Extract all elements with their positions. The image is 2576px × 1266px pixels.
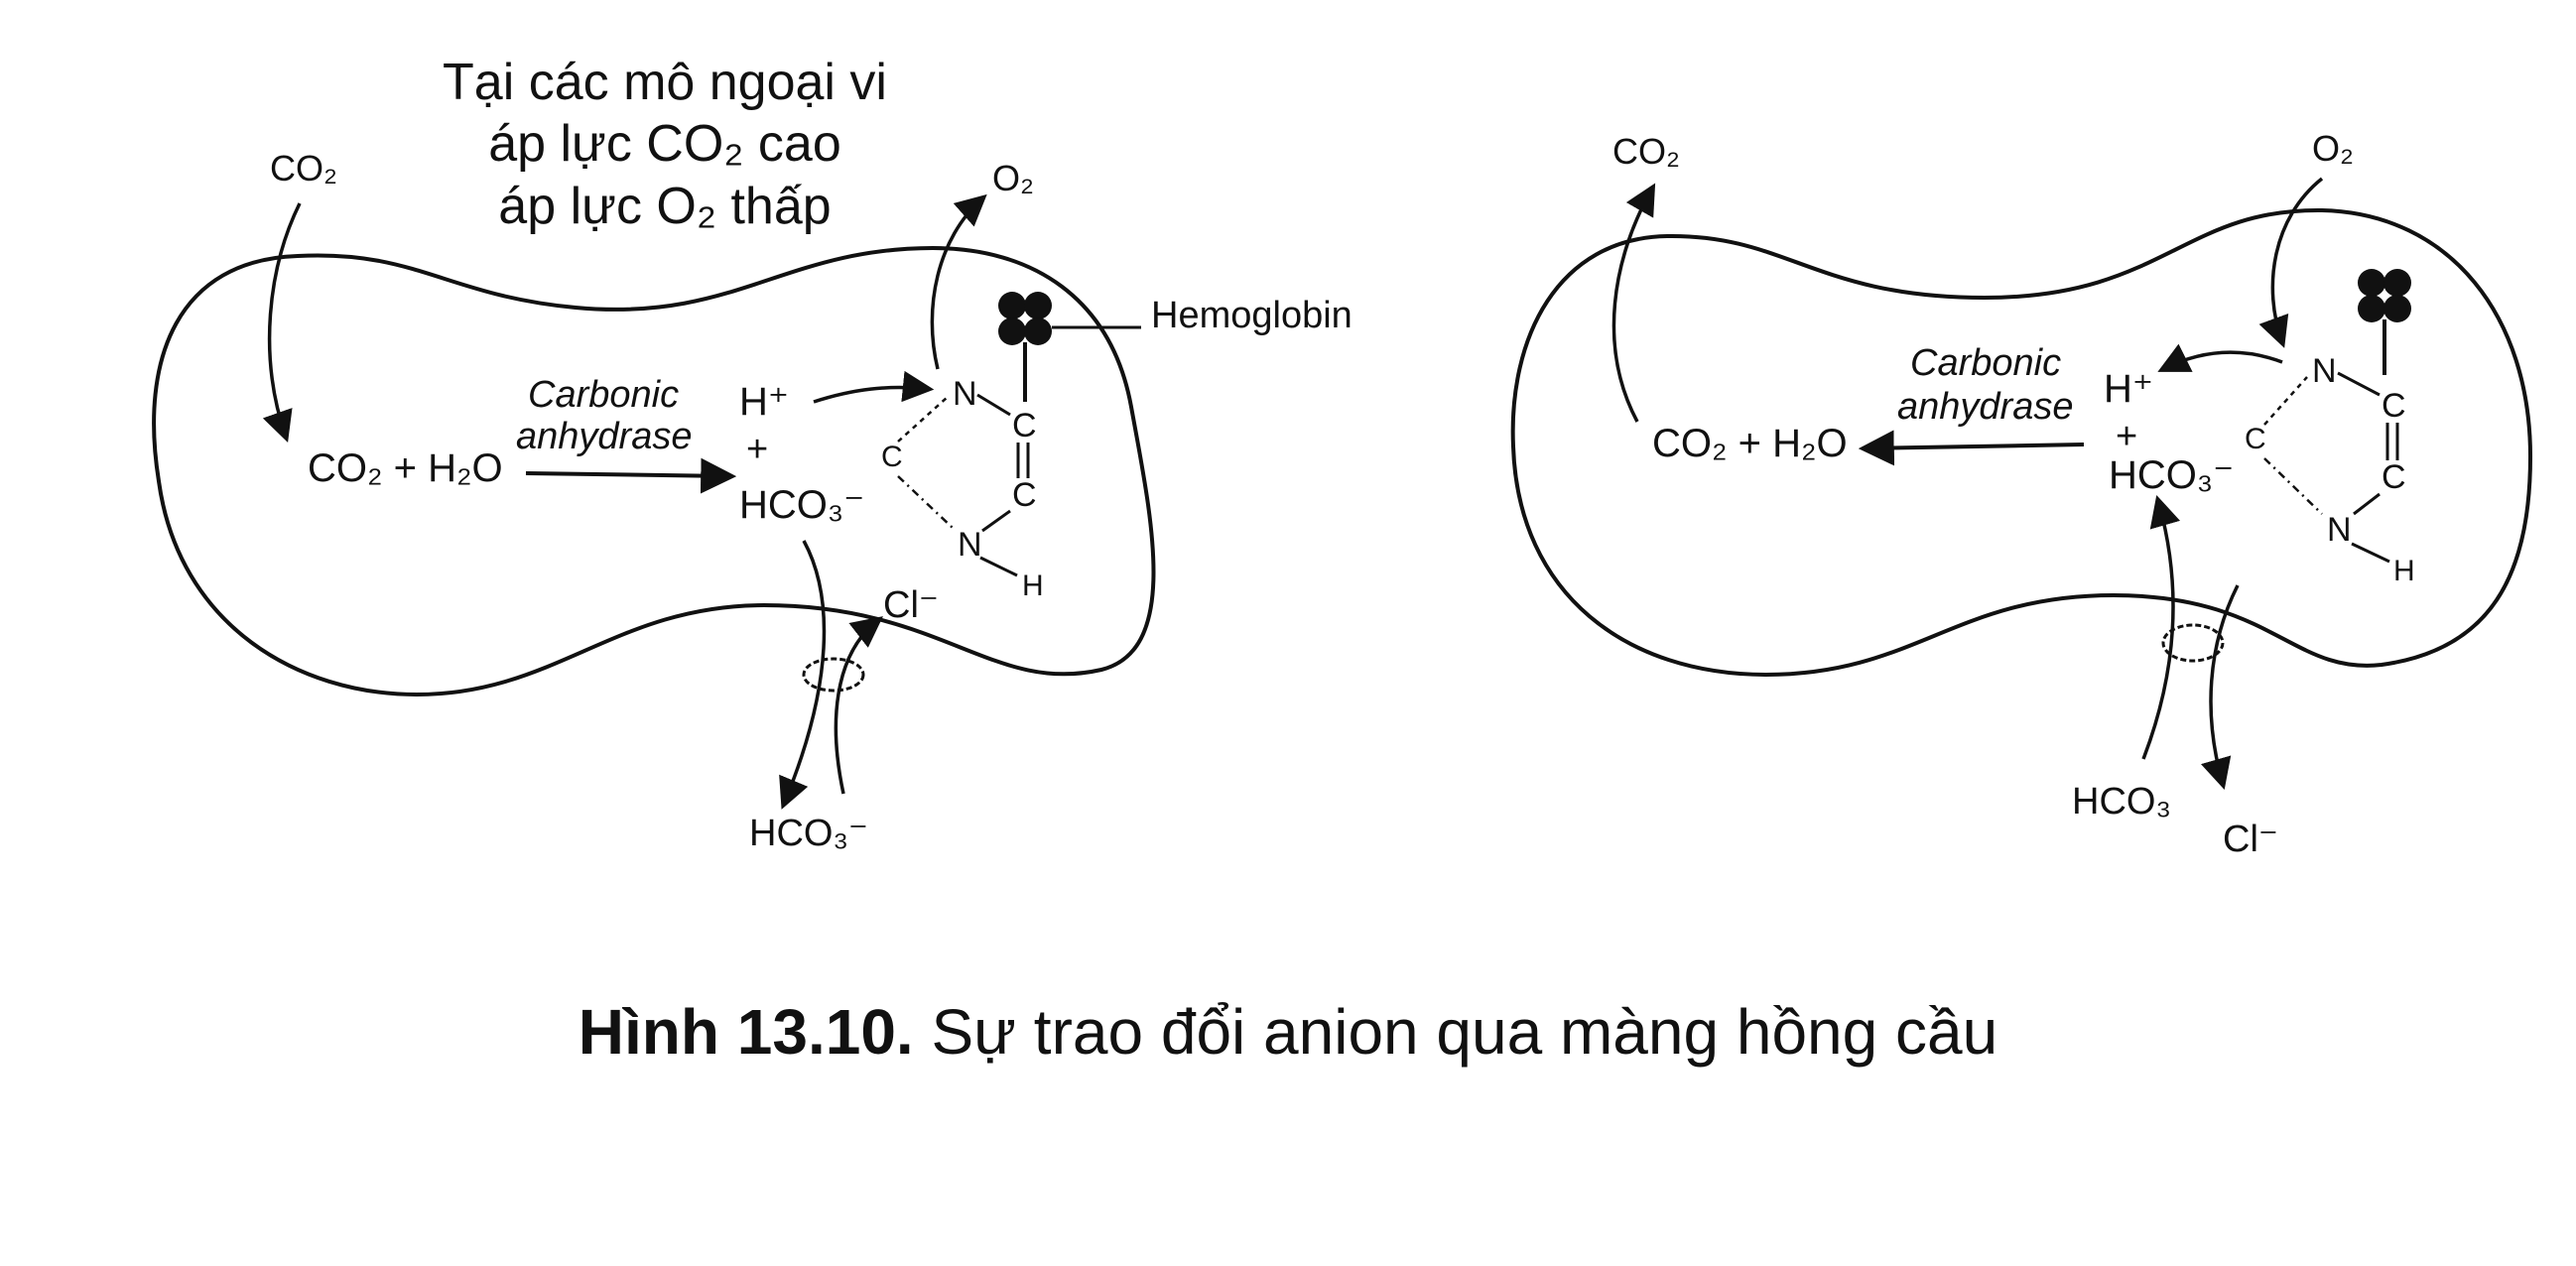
left-enzyme-line-2: anhydrase [516,416,692,457]
left-bond-c2-n2 [981,509,1011,533]
left-chloride-in-arrow [834,616,883,795]
left-band3-exchanger [802,657,865,693]
right-ring-n2: N [2327,511,2352,549]
left-bond-c3-n2 [897,475,954,529]
left-red-blood-cell [152,245,1156,697]
left-bicarbonate-out-label: HCO₃⁻ [749,813,868,854]
right-h-plus: H⁺ [2104,367,2153,411]
left-panel: Tại các mô ngoại vi áp lực CO₂ cao áp lự… [152,54,1352,854]
left-hemoglobin-label: Hemoglobin [1151,295,1352,336]
left-bicarbonate: HCO₃⁻ [739,483,864,527]
left-h-plus: H⁺ [739,380,789,424]
figure-caption: Hình 13.10. Sự trao đổi anion qua màng h… [579,996,1997,1068]
left-bicarbonate-out-arrow [779,540,827,810]
left-o2-out-arrow [930,193,987,370]
left-bond-n2-h [979,556,1018,577]
left-bond-n1-c1 [976,393,1011,417]
right-enzyme-line-1: Carbonic [1910,342,2061,384]
right-enzyme-line-2: anhydrase [1897,386,2073,428]
right-chloride-out-arrow [2200,584,2240,791]
right-o2-in-arrow [2258,177,2324,348]
left-bond-c3-n1 [897,396,949,443]
right-ring-h: H [2393,555,2415,587]
left-heading-line-2: áp lực CO₂ cao [488,115,841,173]
right-red-blood-cell [1510,207,2533,678]
left-ring-h: H [1022,570,1044,602]
left-h-to-histidine-arrow [813,370,935,404]
right-bond-c3-n1 [2263,376,2308,426]
figure-title: Sự trao đổi anion qua màng hồng cầu [914,996,1998,1068]
left-chloride-label: Cl⁻ [883,584,939,626]
right-ring-c2: C [2382,458,2406,496]
right-bond-c2-n2 [2353,492,2381,516]
left-reaction-arrow [525,457,737,494]
right-reaction-arrow [1858,430,2085,466]
right-plus: + [2116,416,2137,457]
left-ring-c2: C [1012,476,1037,514]
left-enzyme-line-1: Carbonic [528,374,679,416]
right-bond-n1-c1 [2337,371,2381,397]
right-co2-out-arrow [1611,183,1656,423]
right-panel: CO₂ CO₂ + H₂O Carbonic anhydrase H⁺ + HC… [1510,128,2533,860]
left-heme-icon [998,292,1141,402]
left-ring-c1: C [1012,407,1037,444]
right-ring-n1: N [2312,352,2337,390]
right-o2-in-label: O₂ [2312,128,2354,169]
left-ring-n2: N [958,526,982,564]
left-ring-c3: C [881,441,903,473]
right-ring-c3: C [2245,423,2266,455]
left-o2-out-label: O₂ [992,158,1034,198]
left-reactants: CO₂ + H₂O [308,446,503,490]
right-heme-icon [2358,269,2411,375]
right-imidazole-ring: N C C C N H [2245,352,2415,587]
right-products: CO₂ + H₂O [1652,422,1848,465]
right-co2-out-label: CO₂ [1612,131,1680,172]
left-ring-n1: N [953,375,977,413]
right-bicarbonate: HCO₃⁻ [2109,453,2234,497]
left-co2-in-arrow [262,202,302,443]
left-heading-line-1: Tại các mô ngoại vi [443,54,887,111]
right-bond-n2-h [2351,542,2390,564]
right-bicarbonate-in-arrow [2141,494,2181,760]
right-band3-exchanger [2161,623,2225,663]
left-co2-in-label: CO₂ [270,148,337,189]
right-chloride-out-label: Cl⁻ [2223,819,2278,860]
right-histidine-to-h-arrow [2157,343,2283,372]
right-ring-c1: C [2382,387,2406,425]
right-bicarbonate-in-label: HCO₃ [2072,781,2171,823]
left-heading-line-3: áp lực O₂ thấp [498,178,831,235]
left-imidazole-ring: N C C C N H [881,375,1044,602]
left-plus: + [746,429,768,470]
right-bond-c3-n2 [2263,457,2323,515]
figure-number: Hình 13.10. [579,996,914,1068]
